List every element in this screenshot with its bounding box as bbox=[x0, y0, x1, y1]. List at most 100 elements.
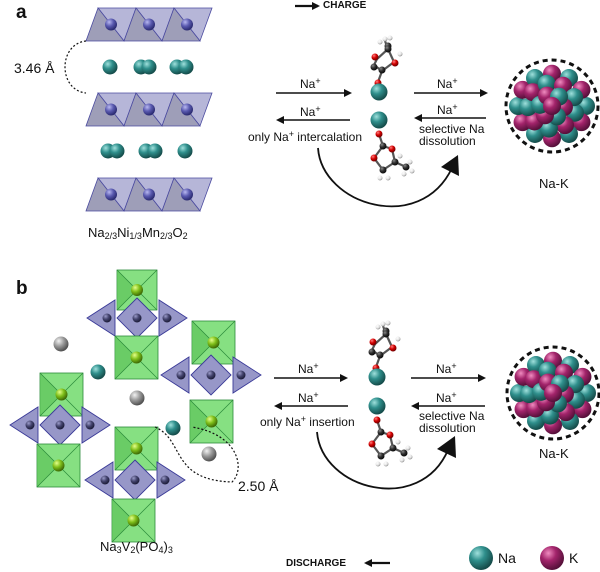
note-text: only Na bbox=[260, 415, 301, 429]
formula-subscript: 2/3 bbox=[104, 231, 118, 241]
left-process-note: only Na+ insertion bbox=[260, 414, 355, 429]
note-text: selective Na bbox=[419, 409, 485, 423]
transition-metal-atom bbox=[143, 103, 155, 116]
tetrahedron-face bbox=[156, 461, 186, 499]
po4-tetrahedra-group bbox=[160, 354, 262, 396]
transition-metal-atom bbox=[105, 18, 117, 31]
na-atom bbox=[141, 59, 157, 75]
formula-element: V bbox=[121, 539, 131, 554]
backward-ion-label: Na+ bbox=[436, 390, 457, 405]
oxygen-atom bbox=[371, 53, 379, 61]
formula-subscript: 2 bbox=[182, 231, 188, 241]
na-site-atom bbox=[201, 446, 217, 462]
octahedron-face bbox=[190, 400, 212, 443]
carbon-atom bbox=[389, 444, 397, 452]
phosphorus-atom bbox=[130, 475, 140, 485]
hydrogen-atom bbox=[387, 35, 393, 41]
vanadium-atom bbox=[205, 415, 218, 428]
na-k-alloy-cluster bbox=[504, 58, 600, 154]
octahedron-face bbox=[117, 270, 137, 310]
formula-subscript: 4 bbox=[158, 545, 164, 555]
formula-subscript: 3 bbox=[116, 545, 122, 555]
carbon-atom bbox=[379, 142, 387, 150]
ion-charge: + bbox=[315, 76, 321, 86]
tetrahedron-face bbox=[81, 406, 111, 444]
oxygen-atom bbox=[375, 130, 383, 138]
hydrogen-atom bbox=[395, 336, 401, 342]
transition-metal-oxide-layer bbox=[85, 177, 213, 212]
formula-subscript: 2/3 bbox=[160, 231, 173, 241]
transition-metal-atom bbox=[105, 188, 117, 201]
octahedron-face bbox=[40, 373, 62, 416]
transition-metal-oxide-layer bbox=[85, 7, 213, 42]
na-k-alloy-cluster bbox=[505, 345, 600, 441]
formula-element: Na bbox=[88, 225, 105, 240]
oxygen-atom bbox=[368, 440, 376, 448]
nasicon-structure bbox=[9, 269, 262, 543]
reaction-arrows-a bbox=[276, 89, 488, 208]
transition-metal-atom bbox=[105, 103, 117, 116]
na-atom bbox=[177, 143, 193, 159]
hydrogen-atom bbox=[382, 36, 388, 42]
layered-oxide-structure bbox=[85, 7, 213, 212]
po4-tetrahedra-group bbox=[86, 297, 188, 339]
hydrogen-atom bbox=[385, 175, 391, 181]
vanadium-atom bbox=[130, 351, 143, 364]
na-ion bbox=[368, 397, 386, 415]
phosphorus-atom bbox=[100, 475, 110, 485]
formula-element: Ni bbox=[117, 225, 130, 240]
phosphorus-atom bbox=[206, 370, 216, 380]
note-text: dissolution bbox=[419, 134, 476, 148]
forward-ion-label: Na+ bbox=[437, 76, 458, 91]
hydrogen-atom bbox=[375, 324, 381, 330]
vo6-octahedron bbox=[36, 443, 81, 488]
material-formula: Na2/3Ni1/3Mn2/3O2 bbox=[88, 225, 188, 241]
ion-charge: + bbox=[315, 104, 321, 114]
hydrogen-atom bbox=[405, 445, 411, 451]
vo6-octahedron bbox=[189, 399, 234, 444]
hydrogen-atom bbox=[397, 51, 403, 57]
na-atom-sphere-icon bbox=[469, 546, 493, 570]
na-site-atom bbox=[129, 390, 145, 406]
transition-metal-atom bbox=[143, 18, 155, 31]
ion-symbol: Na bbox=[436, 391, 452, 405]
ion-symbol: Na bbox=[300, 77, 316, 91]
forward-ion-label: Na+ bbox=[300, 76, 321, 91]
dashed-boundary bbox=[504, 58, 600, 154]
forward-ion-label: Na+ bbox=[298, 361, 319, 376]
ion-charge: + bbox=[451, 361, 457, 371]
hydrogen-atom bbox=[385, 320, 391, 326]
phosphorus-atom bbox=[236, 370, 246, 380]
vanadium-atom bbox=[131, 284, 143, 296]
carbon-atom bbox=[391, 158, 399, 166]
hydrogen-atom bbox=[409, 168, 415, 174]
carbon-atom bbox=[377, 452, 385, 460]
discharge-label: DISCHARGE bbox=[286, 558, 347, 569]
po4-tetrahedra-group bbox=[9, 404, 111, 446]
backward-ion-label: Na+ bbox=[300, 104, 321, 119]
legend-label-k: K bbox=[569, 550, 579, 566]
note-text: dissolution bbox=[419, 421, 476, 435]
na-atom bbox=[102, 59, 118, 75]
phosphorus-atom bbox=[102, 313, 112, 323]
oxygen-atom bbox=[391, 59, 399, 67]
vo6-octahedron bbox=[39, 372, 84, 417]
phosphorus-atom bbox=[85, 420, 95, 430]
forward-ion-label: Na+ bbox=[436, 361, 457, 376]
na-atom bbox=[147, 143, 163, 159]
cycle-curved-arrow bbox=[317, 147, 453, 208]
octahedron-face bbox=[115, 427, 137, 470]
left-process-note: only Na+ intercalation bbox=[248, 129, 362, 144]
interlayer-distance-bracket bbox=[154, 426, 239, 483]
hydrogen-atom bbox=[407, 159, 413, 165]
octahedron-face bbox=[115, 336, 137, 379]
carbon-atom bbox=[377, 428, 385, 436]
na-ion bbox=[370, 83, 388, 101]
hydrogen-atom bbox=[380, 321, 386, 327]
carbon-atom bbox=[382, 330, 390, 338]
ion-charge: + bbox=[288, 129, 294, 139]
carbon-atom bbox=[376, 351, 384, 359]
ion-symbol: Na bbox=[436, 362, 452, 376]
octahedron-face bbox=[37, 444, 59, 487]
